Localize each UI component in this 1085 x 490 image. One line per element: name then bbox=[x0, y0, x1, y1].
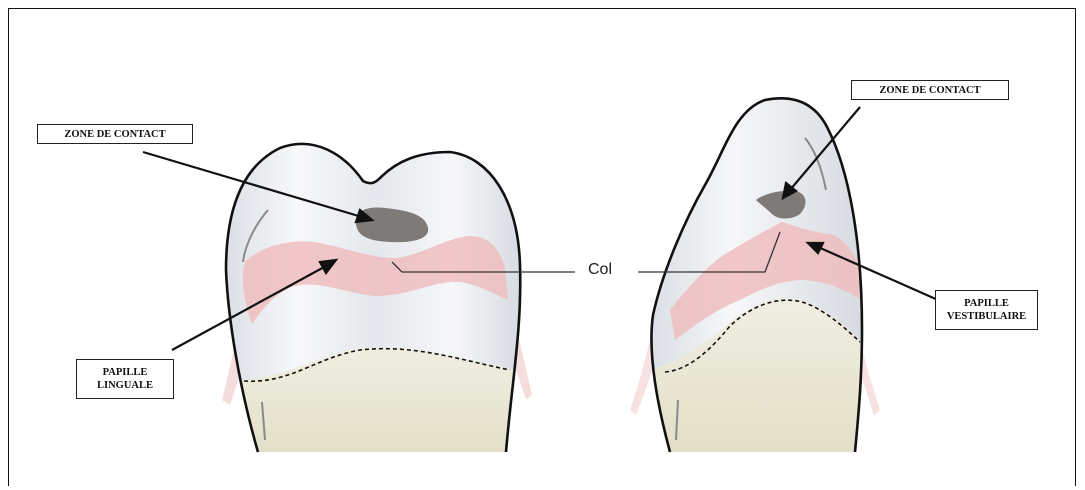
label-papille-vestibulaire: PAPILLE VESTIBULAIRE bbox=[935, 290, 1038, 330]
label-papille-vestibulaire-line1: PAPILLE bbox=[940, 297, 1033, 310]
label-papille-linguale: PAPILLE LINGUALE bbox=[76, 359, 174, 399]
label-col: Col bbox=[588, 261, 612, 279]
label-papille-vestibulaire-line2: VESTIBULAIRE bbox=[940, 310, 1033, 323]
label-papille-linguale-line1: PAPILLE bbox=[81, 366, 169, 379]
label-zone-contact-right: ZONE DE CONTACT bbox=[851, 80, 1009, 100]
label-zone-contact-left: ZONE DE CONTACT bbox=[37, 124, 193, 144]
label-papille-linguale-line2: LINGUALE bbox=[81, 379, 169, 392]
right-tooth bbox=[630, 90, 880, 460]
